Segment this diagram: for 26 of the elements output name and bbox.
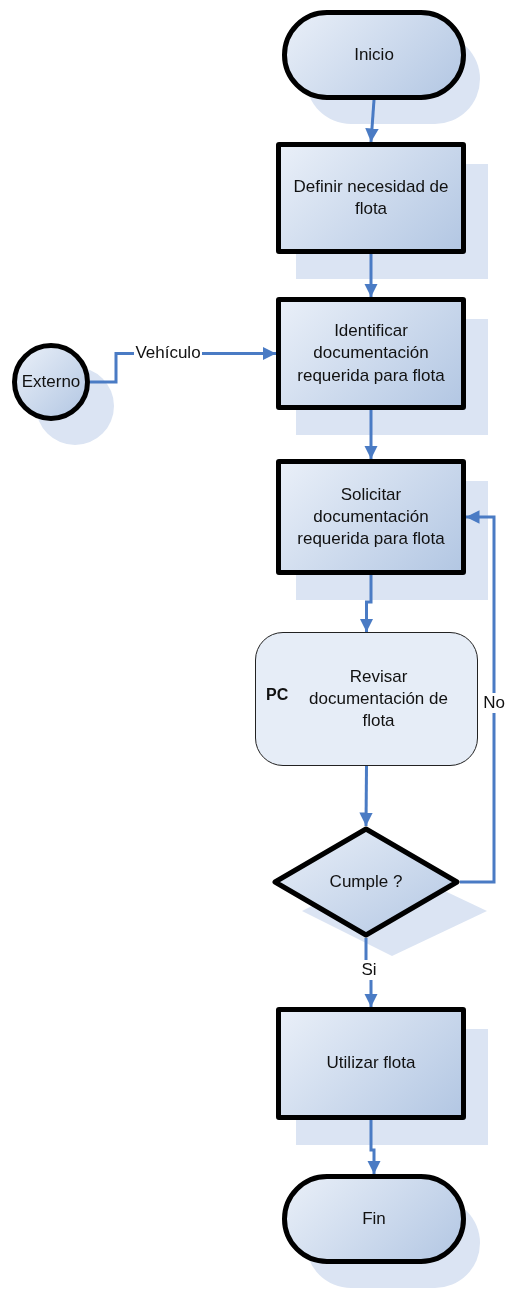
arrow [359, 766, 373, 826]
node-tag: PC [266, 685, 289, 706]
process-box [276, 459, 466, 575]
arrow [364, 254, 378, 297]
arrow [460, 510, 496, 884]
edge-label: Si [360, 960, 378, 980]
arrow [364, 410, 378, 459]
node-text: Inicio [354, 43, 394, 66]
edge-label: No [482, 693, 506, 713]
arrow [364, 938, 378, 1007]
process-box [276, 297, 466, 410]
decision-diamond [272, 826, 460, 938]
node-text: Solicitar documentación requerida para flota [296, 483, 446, 551]
node-text: Fin [362, 1207, 386, 1230]
node-text: Identificar documentación requerida para flota [296, 320, 446, 387]
node-text: Cumple ? [329, 870, 403, 893]
node-text: Revisar documentación de flota [308, 665, 449, 733]
process-box [276, 1007, 466, 1120]
node-text: Definir necesidad de flota [292, 175, 450, 220]
node-text: Externo [21, 370, 81, 393]
node-text: Utilizar flota [326, 1052, 416, 1075]
process-box [255, 632, 478, 766]
arrow [359, 575, 374, 632]
arrow [365, 99, 379, 143]
process-box [276, 142, 466, 254]
arrow [367, 1120, 381, 1174]
